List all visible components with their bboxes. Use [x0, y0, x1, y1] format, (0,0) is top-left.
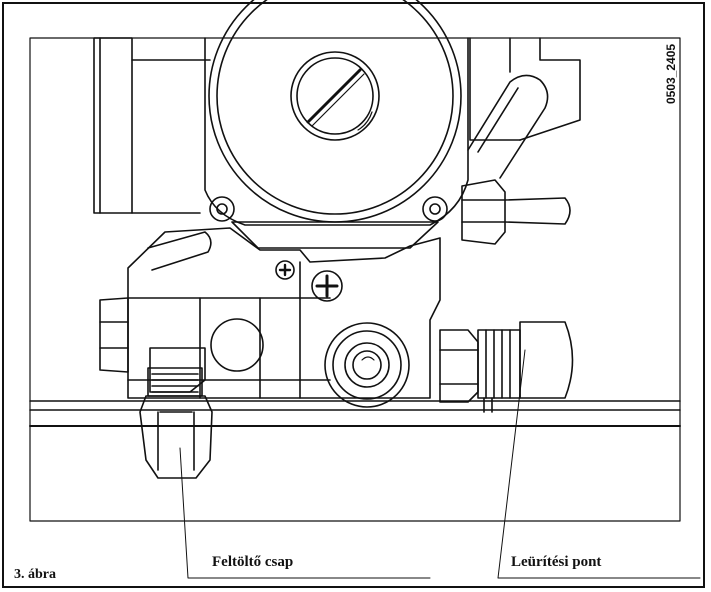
- pump-screw-left: [209, 196, 235, 222]
- drain-point: [439, 321, 574, 413]
- leader-fill-valve: [179, 447, 431, 579]
- right-housing: [469, 37, 581, 141]
- left-bracket: [93, 37, 211, 214]
- pump-body: [204, 0, 469, 249]
- angled-pipe: [467, 74, 549, 179]
- right-nut: [461, 179, 571, 245]
- pump-screw-right: [422, 196, 448, 222]
- fill-valve: [139, 347, 213, 479]
- drain-wheel: [324, 322, 410, 408]
- drawing-code: 0503_2405: [664, 43, 678, 104]
- figure-caption: 3. ábra: [14, 567, 56, 582]
- leader-drain-point: [497, 349, 701, 579]
- hydraulic-block: [127, 227, 441, 399]
- block-left-nut: [99, 297, 129, 373]
- base-plate: [29, 400, 681, 427]
- drain-point-label: Leürítési pont: [511, 554, 602, 570]
- drawing-panel: [29, 37, 681, 522]
- fill-valve-label: Feltöltő csap: [212, 554, 294, 570]
- figure-frame: [2, 2, 705, 588]
